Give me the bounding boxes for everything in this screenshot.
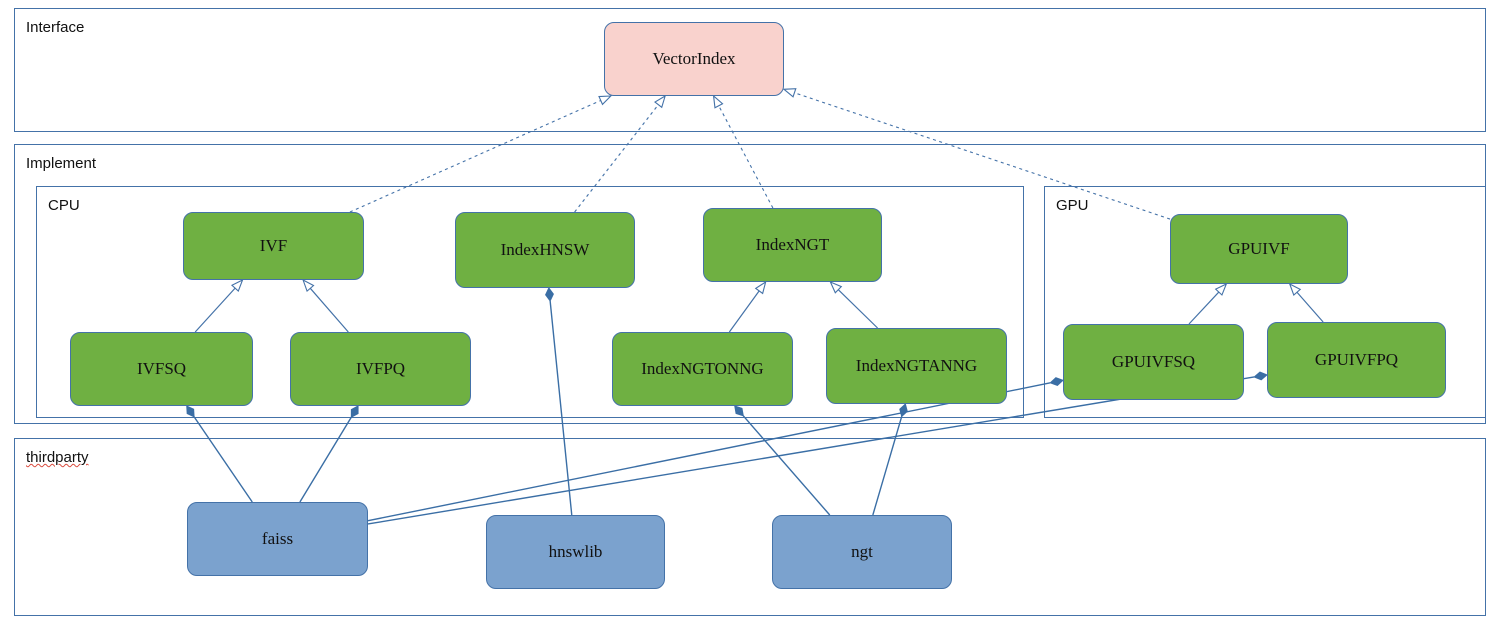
class-node-indexhnsw[interactable]: IndexHNSW [455, 212, 635, 288]
class-node-ivfsq[interactable]: IVFSQ [70, 332, 253, 406]
class-node-label: GPUIVFSQ [1111, 351, 1196, 371]
class-node-gpuivfpq[interactable]: GPUIVFPQ [1267, 322, 1446, 398]
class-node-label: ngt [851, 541, 873, 561]
panel-label-gpu: GPU [1056, 197, 1089, 214]
class-node-indexngt[interactable]: IndexNGT [703, 208, 882, 282]
class-node-label: IVFPQ [355, 358, 406, 378]
class-node-label: IndexNGTONNG [641, 358, 764, 378]
panel-label-cpu: CPU [48, 197, 80, 214]
class-node-label: GPUIVFPQ [1314, 349, 1399, 369]
panel-label-interface: Interface [26, 19, 85, 36]
class-node-label: hnswlib [548, 541, 603, 561]
class-node-hnswlib[interactable]: hnswlib [486, 515, 665, 589]
class-node-vectorindex[interactable]: VectorIndex [604, 22, 784, 96]
class-node-label: IndexNGT [755, 234, 830, 254]
class-node-gpuivf[interactable]: GPUIVF [1170, 214, 1348, 284]
panel-label-implement: Implement [26, 155, 97, 172]
class-node-label: faiss [261, 528, 294, 548]
class-node-label: VectorIndex [652, 48, 736, 68]
class-node-label: IndexHNSW [500, 239, 590, 259]
class-node-label: IVF [259, 235, 288, 255]
class-node-ivfpq[interactable]: IVFPQ [290, 332, 471, 406]
class-node-gpuivfsq[interactable]: GPUIVFSQ [1063, 324, 1244, 400]
class-node-label: IndexNGTANNG [855, 355, 978, 375]
panel-gpu [1044, 186, 1486, 418]
class-node-faiss[interactable]: faiss [187, 502, 368, 576]
panel-label-thirdparty: thirdparty [26, 449, 89, 466]
class-node-ivf[interactable]: IVF [183, 212, 364, 280]
class-node-indexngtonng[interactable]: IndexNGTONNG [612, 332, 793, 406]
class-node-label: IVFSQ [136, 358, 187, 378]
class-node-ngt[interactable]: ngt [772, 515, 952, 589]
class-node-indexngtanng[interactable]: IndexNGTANNG [826, 328, 1007, 404]
class-node-label: GPUIVF [1228, 238, 1290, 258]
